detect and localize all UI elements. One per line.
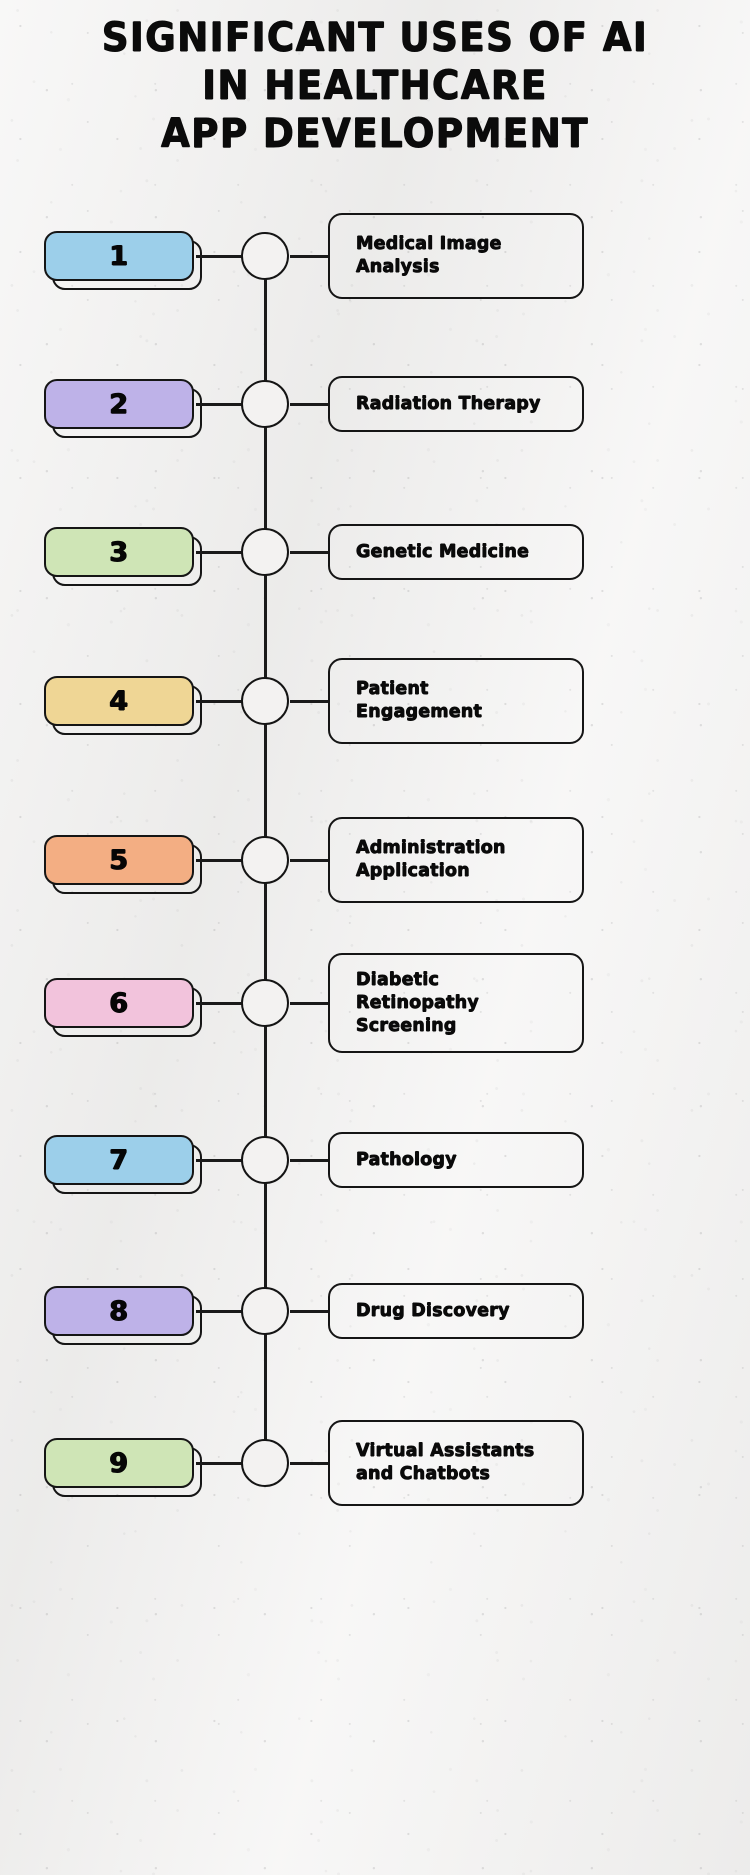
step-label-text: Patient Engagement	[356, 679, 483, 722]
page-title: SIGNIFICANT USES OF AI IN HEALTHCARE APP…	[0, 14, 750, 158]
title-line-1: SIGNIFICANT USES OF AI	[101, 15, 649, 61]
step-number-chip-1[interactable]: 1	[44, 231, 202, 290]
step-number-chip-face: 8	[44, 1286, 194, 1336]
connector-right	[290, 403, 330, 406]
step-label-box-2[interactable]: Radiation Therapy	[328, 376, 584, 432]
step-label-box-6[interactable]: Diabetic Retinopathy Screening	[328, 953, 584, 1053]
step-number-chip-2[interactable]: 2	[44, 379, 202, 438]
connector-right	[290, 1002, 330, 1005]
timeline-node-circle-9[interactable]	[241, 1439, 289, 1487]
step-number-chip-8[interactable]: 8	[44, 1286, 202, 1345]
step-number-chip-face: 7	[44, 1135, 194, 1185]
connector-left	[196, 859, 242, 862]
step-label-box-4[interactable]: Patient Engagement	[328, 658, 584, 744]
step-number-label: 1	[109, 240, 129, 272]
step-number-label: 6	[109, 987, 129, 1019]
step-label-text: Genetic Medicine	[356, 541, 530, 562]
timeline-node-circle-2[interactable]	[241, 380, 289, 428]
step-label-text: Radiation Therapy	[356, 393, 541, 414]
timeline-node-circle-3[interactable]	[241, 528, 289, 576]
step-number-label: 9	[109, 1447, 129, 1479]
step-number-chip-face: 3	[44, 527, 194, 577]
step-number-label: 4	[109, 685, 129, 717]
step-label-text: Medical Image Analysis	[356, 234, 502, 277]
step-number-chip-5[interactable]: 5	[44, 835, 202, 894]
step-label-box-3[interactable]: Genetic Medicine	[328, 524, 584, 580]
connector-right	[290, 1462, 330, 1465]
step-label-box-7[interactable]: Pathology	[328, 1132, 584, 1188]
connector-left	[196, 700, 242, 703]
step-number-chip-face: 5	[44, 835, 194, 885]
timeline-node-circle-1[interactable]	[241, 232, 289, 280]
timeline-node-circle-5[interactable]	[241, 836, 289, 884]
step-label-box-8[interactable]: Drug Discovery	[328, 1283, 584, 1339]
step-label-box-9[interactable]: Virtual Assistants and Chatbots	[328, 1420, 584, 1506]
step-label-text: Diabetic Retinopathy Screening	[356, 969, 479, 1036]
step-number-label: 5	[109, 844, 129, 876]
title-line-3: APP DEVELOPMENT	[161, 111, 589, 157]
step-number-chip-face: 1	[44, 231, 194, 281]
step-number-chip-face: 6	[44, 978, 194, 1028]
step-number-chip-6[interactable]: 6	[44, 978, 202, 1037]
step-number-chip-4[interactable]: 4	[44, 676, 202, 735]
connector-right	[290, 255, 330, 258]
connector-left	[196, 1310, 242, 1313]
timeline-node-circle-8[interactable]	[241, 1287, 289, 1335]
timeline-node-circle-7[interactable]	[241, 1136, 289, 1184]
step-number-chip-3[interactable]: 3	[44, 527, 202, 586]
step-number-label: 8	[109, 1295, 129, 1327]
connector-right	[290, 1159, 330, 1162]
connector-right	[290, 859, 330, 862]
step-label-box-5[interactable]: Administration Application	[328, 817, 584, 903]
connector-left	[196, 255, 242, 258]
connector-left	[196, 1002, 242, 1005]
connector-left	[196, 551, 242, 554]
connector-right	[290, 1310, 330, 1313]
step-number-label: 7	[109, 1144, 129, 1176]
step-label-text: Virtual Assistants and Chatbots	[356, 1441, 535, 1484]
connector-left	[196, 403, 242, 406]
step-number-chip-9[interactable]: 9	[44, 1438, 202, 1497]
step-number-label: 2	[109, 388, 129, 420]
connector-right	[290, 551, 330, 554]
step-label-text: Drug Discovery	[356, 1300, 510, 1321]
step-number-chip-face: 9	[44, 1438, 194, 1488]
step-label-text: Pathology	[356, 1149, 457, 1170]
step-number-chip-face: 4	[44, 676, 194, 726]
step-number-chip-face: 2	[44, 379, 194, 429]
title-line-2: IN HEALTHCARE	[202, 63, 548, 109]
timeline-node-circle-6[interactable]	[241, 979, 289, 1027]
step-number-chip-7[interactable]: 7	[44, 1135, 202, 1194]
timeline-node-circle-4[interactable]	[241, 677, 289, 725]
connector-left	[196, 1159, 242, 1162]
connector-left	[196, 1462, 242, 1465]
step-label-text: Administration Application	[356, 838, 506, 881]
step-label-box-1[interactable]: Medical Image Analysis	[328, 213, 584, 299]
step-number-label: 3	[109, 536, 129, 568]
connector-right	[290, 700, 330, 703]
